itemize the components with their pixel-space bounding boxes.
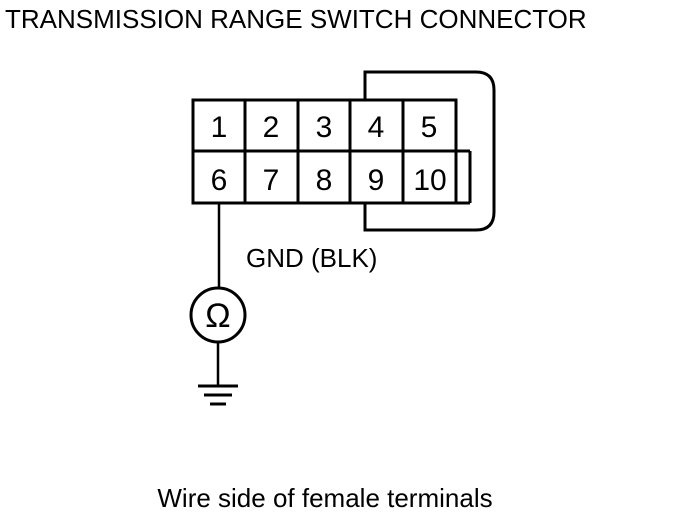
pin-6: 6: [211, 164, 228, 197]
pin-1: 1: [211, 111, 228, 144]
pin-row-bottom: 6 7 8 9 10: [211, 164, 447, 197]
pin-4: 4: [368, 111, 385, 144]
ohm-symbol: Ω: [205, 297, 230, 335]
ohmmeter-icon: Ω: [189, 286, 247, 344]
ground-icon: [198, 384, 238, 406]
diagram-title: TRANSMISSION RANGE SWITCH CONNECTOR: [5, 4, 587, 34]
pin-8: 8: [316, 164, 333, 197]
pin-5: 5: [421, 111, 438, 144]
pin-10: 10: [413, 164, 446, 197]
pin-9: 9: [368, 164, 385, 197]
connector-lock-outline: [363, 70, 496, 232]
connector-body: [191, 98, 472, 205]
diagram-caption: Wire side of female terminals: [157, 483, 492, 513]
pin-2: 2: [263, 111, 280, 144]
pin-3: 3: [316, 111, 333, 144]
pin-7: 7: [263, 164, 280, 197]
pin-row-top: 1 2 3 4 5: [211, 111, 438, 144]
wire-label: GND (BLK): [246, 243, 377, 273]
